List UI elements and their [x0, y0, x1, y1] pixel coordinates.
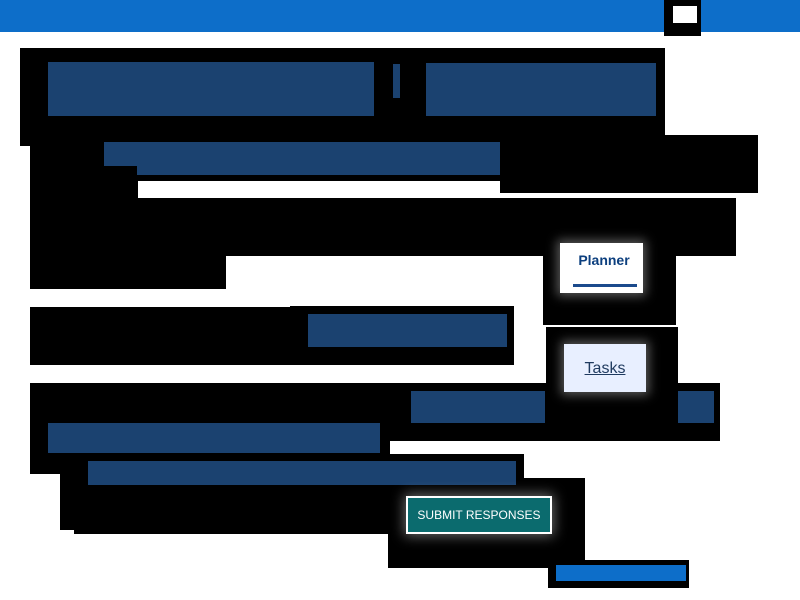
menu-toggle-icon: [673, 6, 697, 23]
redacted-text-bar: [678, 391, 714, 423]
masked-region: [500, 135, 758, 193]
redacted-text-bar: [426, 63, 656, 116]
masked-region: [30, 255, 226, 289]
redacted-text-bar: [88, 461, 516, 485]
top-bar-button[interactable]: [664, 0, 701, 36]
submit-responses-button[interactable]: SUBMIT RESPONSES: [406, 496, 552, 534]
redacted-text-bar: [393, 64, 400, 98]
redacted-text-bar: [137, 160, 500, 175]
masked-region: [30, 307, 326, 365]
tab-tasks-label: Tasks: [584, 360, 626, 377]
redacted-text-bar: [48, 423, 380, 453]
tab-planner[interactable]: Planner: [560, 243, 643, 293]
redacted-text-bar: [411, 391, 545, 423]
tab-planner-label: Planner: [578, 252, 630, 268]
tab-tasks[interactable]: Tasks: [564, 344, 646, 392]
active-tab-indicator: [573, 284, 637, 287]
redacted-text-bar: [48, 62, 374, 116]
bottom-link[interactable]: [556, 565, 686, 581]
redacted-text-bar: [308, 314, 507, 347]
